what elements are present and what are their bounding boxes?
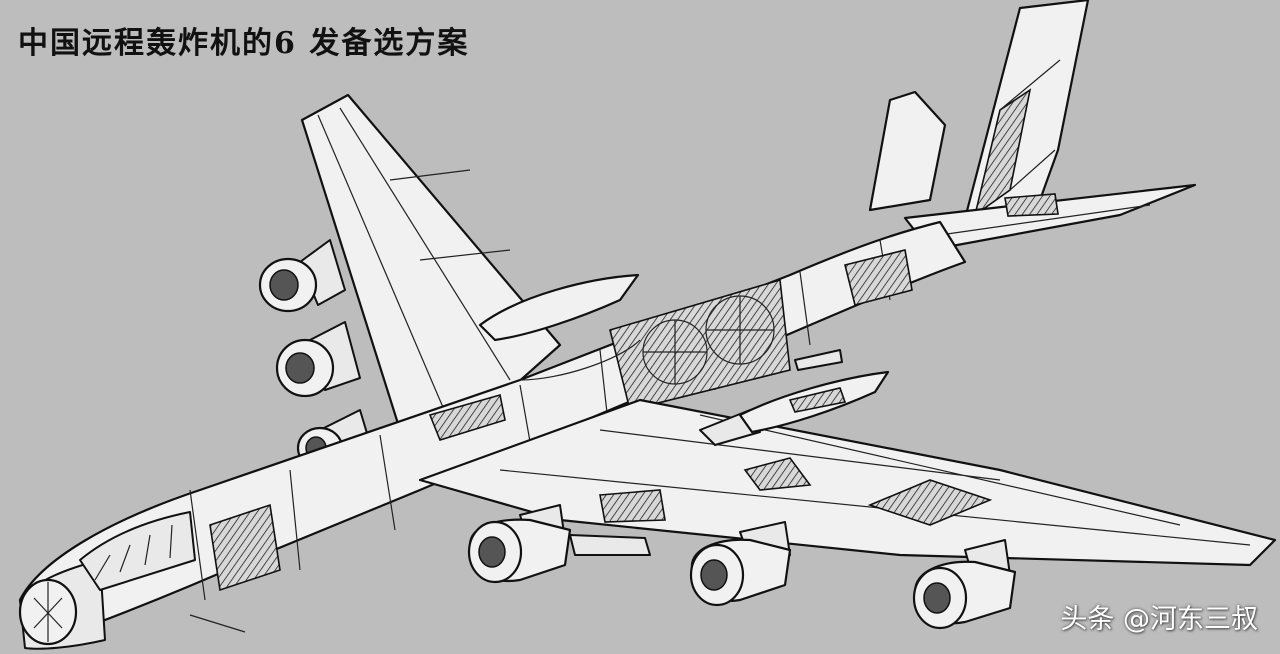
page-title: 中国远程轰炸机的6 发备选方案: [18, 26, 470, 61]
vertical-tail: [960, 0, 1090, 232]
near-engines: [467, 504, 1017, 630]
fuselage: [18, 220, 967, 650]
detached-parts: [189, 349, 843, 633]
horizontal-stabilizer: [903, 183, 1197, 252]
watermark: 头条 @河东三叔: [1060, 604, 1258, 635]
near-pod: [738, 370, 890, 434]
dorsal-fin: [868, 90, 947, 212]
far-pod: [478, 273, 640, 342]
near-wing: [418, 398, 1277, 567]
